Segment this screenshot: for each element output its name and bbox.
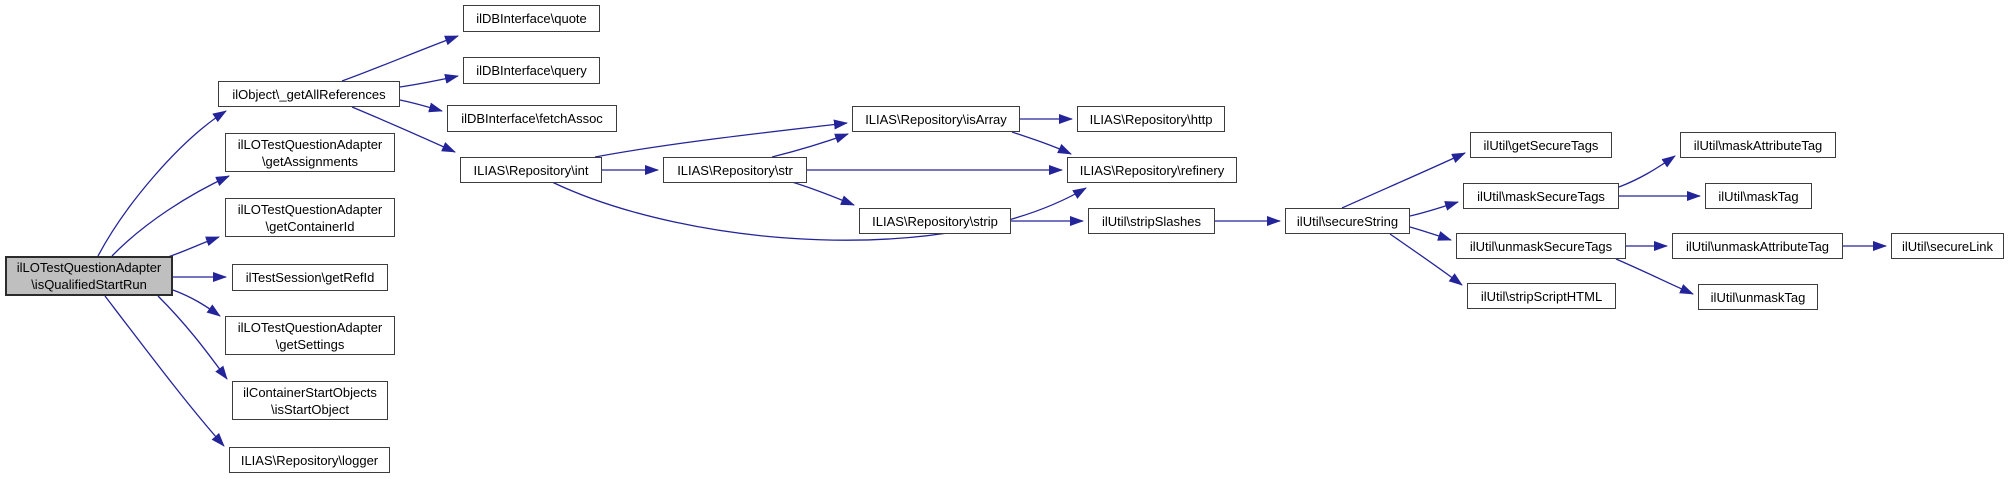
node-refinery[interactable]: ILIAS\Repository\refinery xyxy=(1067,157,1237,183)
node-http[interactable]: ILIAS\Repository\http xyxy=(1077,106,1225,132)
node-is-qualified-start-run[interactable]: ilLOTestQuestionAdapter \isQualifiedStar… xyxy=(5,256,173,296)
node-strip[interactable]: ILIAS\Repository\strip xyxy=(859,208,1011,234)
edge-get-all-references-to-repository-int xyxy=(351,106,456,153)
node-mask-attribute-tag[interactable]: ilUtil\maskAttributeTag xyxy=(1680,132,1836,158)
edge-secure-string-to-unmask-secure-tags xyxy=(1409,226,1452,241)
edge-secure-string-to-get-secure-tags xyxy=(1341,152,1466,209)
edge-is-array-to-refinery xyxy=(1011,131,1072,155)
node-strip-slashes[interactable]: ilUtil\stripSlashes xyxy=(1088,208,1215,234)
node-get-assignments[interactable]: ilLOTestQuestionAdapter \getAssignments xyxy=(225,133,395,172)
node-secure-link[interactable]: ilUtil\secureLink xyxy=(1891,233,2004,259)
node-mask-secure-tags[interactable]: ilUtil\maskSecureTags xyxy=(1463,183,1619,209)
node-unmask-tag[interactable]: ilUtil\unmaskTag xyxy=(1698,284,1818,310)
edge-unmask-secure-tags-to-unmask-tag xyxy=(1615,258,1694,295)
node-mask-tag[interactable]: ilUtil\maskTag xyxy=(1705,183,1812,209)
edge-is-qualified-start-run-to-get-all-references xyxy=(97,110,227,257)
node-fetch-assoc[interactable]: ilDBInterface\fetchAssoc xyxy=(447,105,617,132)
node-logger[interactable]: ILIAS\Repository\logger xyxy=(229,447,390,473)
edge-is-qualified-start-run-to-get-container-id xyxy=(167,236,220,258)
edge-secure-string-to-strip-script-html xyxy=(1389,233,1463,286)
node-get-settings[interactable]: ilLOTestQuestionAdapter \getSettings xyxy=(225,316,395,355)
edge-get-all-references-to-query xyxy=(399,73,459,88)
node-query[interactable]: ilDBInterface\query xyxy=(463,57,600,84)
edge-repository-int-to-refinery xyxy=(551,181,1087,241)
edge-get-all-references-to-fetch-assoc xyxy=(399,99,443,113)
edge-is-qualified-start-run-to-get-assignments xyxy=(111,175,230,257)
node-unmask-secure-tags[interactable]: ilUtil\unmaskSecureTags xyxy=(1456,233,1626,259)
edge-repository-str-to-is-array xyxy=(771,133,849,158)
edge-get-all-references-to-quote xyxy=(341,35,459,82)
edge-is-qualified-start-run-to-logger xyxy=(104,295,225,447)
edge-repository-int-to-is-array xyxy=(594,119,848,158)
node-get-secure-tags[interactable]: ilUtil\getSecureTags xyxy=(1470,132,1612,158)
edge-repository-str-to-strip xyxy=(791,181,855,206)
edge-is-qualified-start-run-to-get-settings xyxy=(172,289,221,317)
node-is-start-object[interactable]: ilContainerStartObjects \isStartObject xyxy=(232,381,388,420)
node-repository-str[interactable]: ILIAS\Repository\str xyxy=(663,157,807,183)
node-unmask-attribute-tag[interactable]: ilUtil\unmaskAttributeTag xyxy=(1672,233,1843,259)
node-get-all-references[interactable]: ilObject\_getAllReferences xyxy=(218,81,400,107)
node-strip-script-html[interactable]: ilUtil\stripScriptHTML xyxy=(1467,283,1616,309)
node-repository-int[interactable]: ILIAS\Repository\int xyxy=(460,157,602,183)
node-secure-string[interactable]: ilUtil\secureString xyxy=(1285,208,1410,234)
node-quote[interactable]: ilDBInterface\quote xyxy=(463,5,600,32)
node-is-array[interactable]: ILIAS\Repository\isArray xyxy=(852,106,1020,132)
edge-mask-secure-tags-to-mask-attribute-tag xyxy=(1618,155,1676,188)
node-get-ref-id[interactable]: ilTestSession\getRefId xyxy=(232,264,388,291)
edge-secure-string-to-mask-secure-tags xyxy=(1409,201,1459,217)
edge-is-qualified-start-run-to-is-start-object xyxy=(157,295,228,380)
node-get-container-id[interactable]: ilLOTestQuestionAdapter \getContainerId xyxy=(225,198,395,237)
